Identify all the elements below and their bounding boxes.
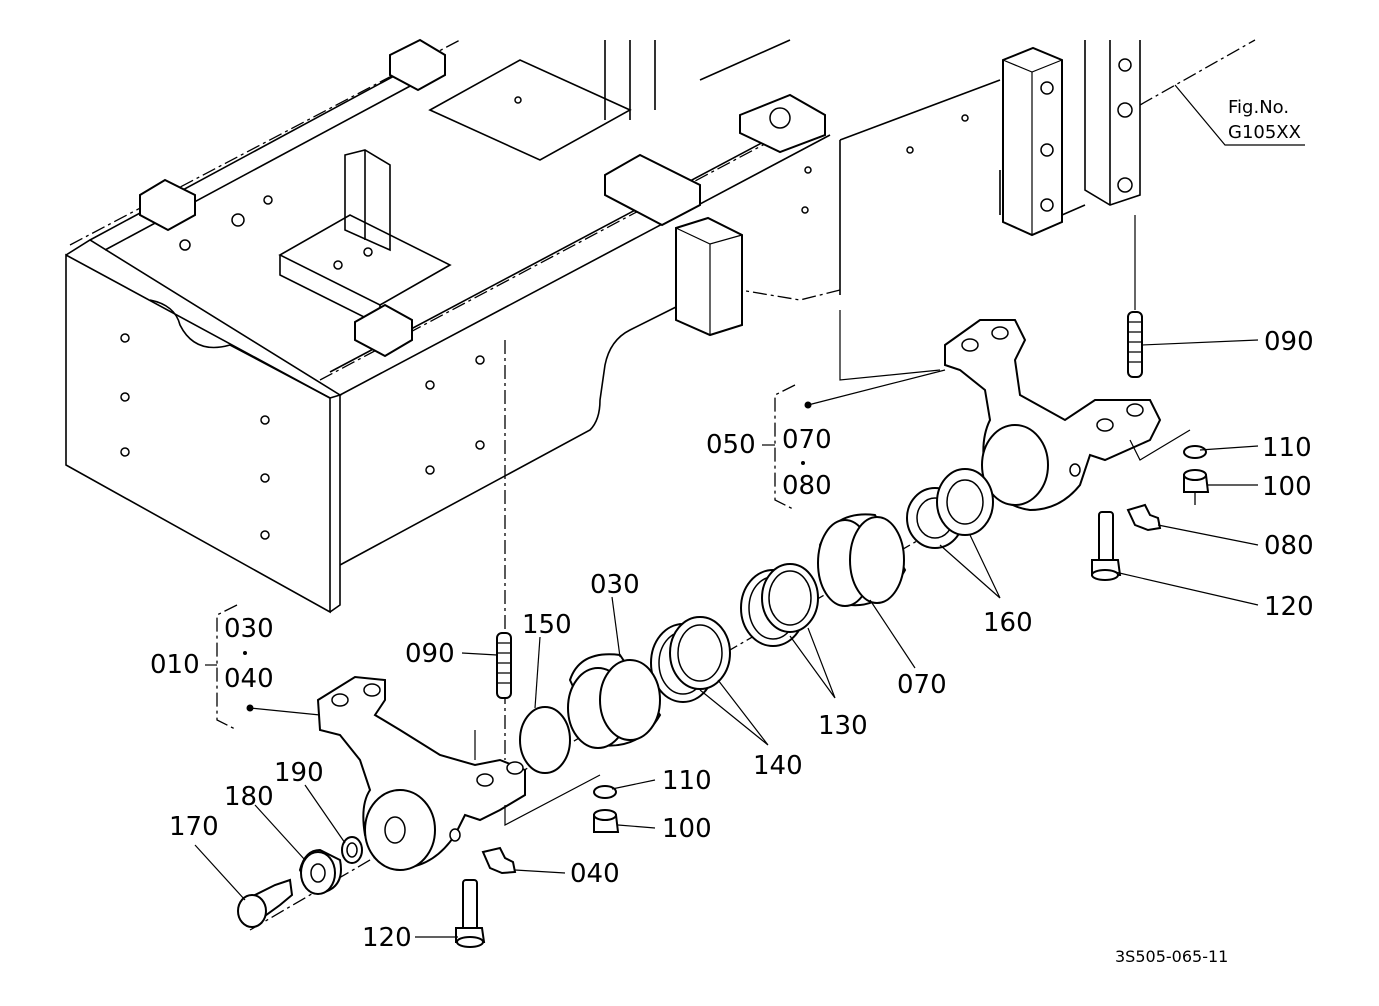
callout-100-right: 100	[1262, 472, 1312, 502]
callout-070-group: 070	[782, 425, 832, 455]
group-brackets	[205, 369, 946, 731]
callout-190: 190	[274, 758, 324, 788]
callout-110-right: 110	[1262, 433, 1312, 463]
callout-120-right: 120	[1264, 592, 1314, 622]
callout-040: 040	[570, 859, 620, 889]
callout-090-right: 090	[1264, 327, 1314, 357]
callout-090-left: 090	[405, 639, 455, 669]
callout-170: 170	[169, 812, 219, 842]
callout-080-right: 080	[1264, 531, 1314, 561]
leader-lines	[194, 339, 1259, 938]
callout-130: 130	[818, 711, 868, 741]
figure-reference: Fig.No. G105XX	[1139, 39, 1305, 146]
seal-rings	[519, 563, 819, 774]
chassis-frame	[65, 38, 1141, 614]
callout-070: 070	[897, 670, 947, 700]
callout-010: 010	[150, 650, 200, 680]
callout-labels: 090 050 070 080 110 100 080 120 160 070 …	[150, 327, 1314, 966]
drawing-code: 3S505-065-11	[1115, 947, 1228, 966]
callout-100-left: 100	[662, 814, 712, 844]
left-bracket-assembly	[237, 340, 620, 948]
callout-180: 180	[224, 782, 274, 812]
callout-030-top: 030	[590, 570, 640, 600]
fig-label: Fig.No.	[1228, 97, 1289, 118]
callout-120-left: 120	[362, 923, 412, 953]
callout-110-left: 110	[662, 766, 712, 796]
callout-050: 050	[706, 430, 756, 460]
callout-040-group: 040	[224, 664, 274, 694]
callout-030-group: 030	[224, 614, 274, 644]
callout-150: 150	[522, 610, 572, 640]
callout-160: 160	[983, 608, 1033, 638]
fig-reference-code: G105XX	[1228, 122, 1301, 143]
callout-080-group: 080	[782, 471, 832, 501]
callout-140: 140	[753, 751, 803, 781]
right-bracket-assembly	[249, 215, 1210, 931]
